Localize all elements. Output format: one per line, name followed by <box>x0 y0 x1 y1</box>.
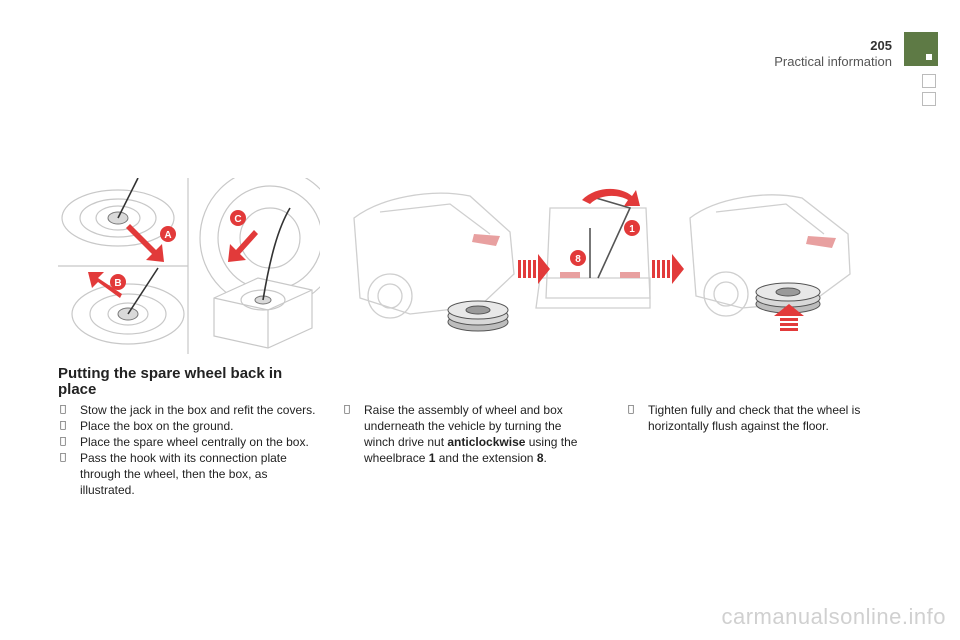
svg-text:A: A <box>164 230 171 241</box>
page-number: 205 <box>870 38 892 53</box>
illustration-wheel-box: A B C <box>58 178 320 354</box>
bullet-icon:  <box>60 402 66 418</box>
svg-text:8: 8 <box>575 254 581 265</box>
instructions-column-2: Raise the assembly of wheel and box und… <box>342 402 592 466</box>
callout-a: A <box>160 226 176 242</box>
list-item: Raise the assembly of wheel and box und… <box>342 402 592 466</box>
callout-1: 1 <box>624 220 640 236</box>
section-heading: Putting the spare wheel back in place <box>58 365 283 398</box>
bullet-icon:  <box>60 450 66 466</box>
watermark: carmanualsonline.info <box>721 604 946 629</box>
callout-c: C <box>230 210 246 226</box>
instructions-column-1: Stow the jack in the box and refit the … <box>58 402 320 498</box>
chapter-tab[interactable] <box>922 74 936 88</box>
chapter-tab-active[interactable] <box>904 32 938 66</box>
list-item: Stow the jack in the box and refit the … <box>58 402 320 418</box>
tab-marker-icon <box>926 54 932 60</box>
bullet-icon:  <box>628 402 634 418</box>
bullet-icon:  <box>60 434 66 450</box>
illustration-raise-wheel: 1 8 <box>350 178 660 354</box>
svg-text:C: C <box>234 214 241 225</box>
instructions-column-3: Tighten fully and check that the wheel … <box>626 402 888 434</box>
callout-b: B <box>110 274 126 290</box>
callout-8: 8 <box>570 250 586 266</box>
list-item: Tighten fully and check that the wheel … <box>626 402 888 434</box>
section-title: Practical information <box>774 54 892 69</box>
bullet-icon:  <box>60 418 66 434</box>
list-item: Pass the hook with its connection plate… <box>58 450 320 498</box>
bullet-icon:  <box>344 402 350 418</box>
svg-text:1: 1 <box>629 224 635 235</box>
chapter-tab[interactable] <box>922 92 936 106</box>
svg-text:B: B <box>114 278 121 289</box>
list-item: Place the spare wheel centrally on the … <box>58 434 320 450</box>
illustration-wheel-flush <box>652 178 858 354</box>
list-item: Place the box on the ground. <box>58 418 320 434</box>
